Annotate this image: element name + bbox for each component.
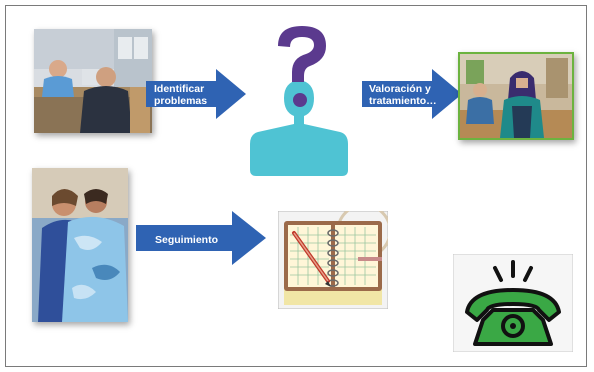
assess-treat-line1: Valoración y (369, 83, 431, 95)
assess-treat-arrow (362, 69, 462, 119)
identify-problems-label: Identificar problemas (154, 83, 207, 107)
assess-treat-label: Valoración y tratamiento… (369, 83, 437, 107)
diagram-frame: Identificar problemas Valoración y trata… (5, 5, 587, 367)
embrace-photo (32, 168, 128, 322)
identify-problems-line1: Identificar (154, 83, 205, 95)
patient-photo (458, 52, 574, 140)
question-person-icon (244, 20, 354, 180)
followup-label: Seguimiento (155, 234, 219, 246)
identify-problems-line2: problemas (154, 95, 208, 107)
notebook-pen-icon (278, 211, 388, 309)
ringing-telephone-icon (453, 254, 573, 352)
identify-problems-arrow (146, 69, 246, 119)
followup-arrow (136, 211, 266, 265)
consultation-photo (34, 29, 152, 133)
assess-treat-line2: tratamiento… (369, 95, 437, 107)
